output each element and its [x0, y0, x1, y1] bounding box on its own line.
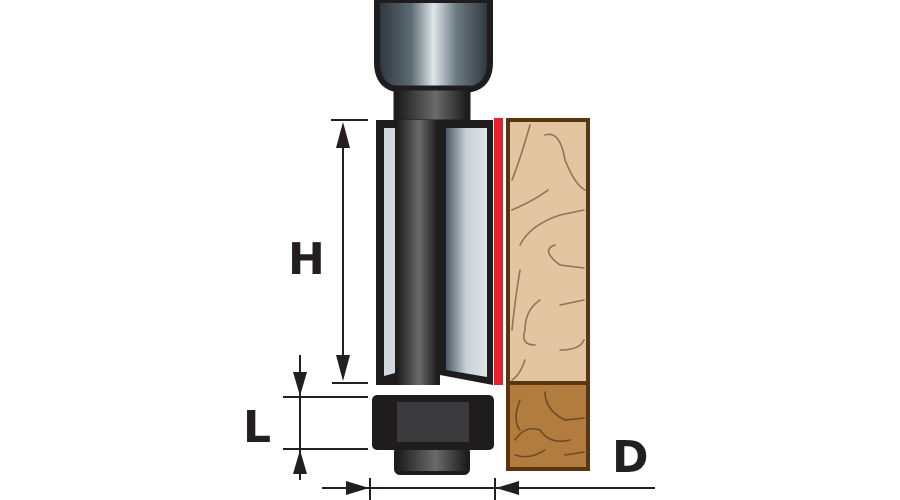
workpiece	[506, 118, 590, 471]
height-label: H	[288, 234, 325, 285]
right-flute	[446, 128, 487, 377]
left-flute	[384, 128, 395, 376]
diameter-dimension	[322, 478, 655, 500]
shank	[393, 85, 471, 125]
bearing-nut	[394, 446, 470, 475]
bearing-length-label: L	[243, 402, 271, 453]
bearing-hub	[397, 402, 469, 442]
center-core	[396, 120, 438, 385]
collet	[374, 0, 493, 93]
diameter-label: D	[612, 432, 649, 483]
bearing-length-dimension	[283, 355, 368, 480]
cut-edge	[494, 118, 503, 385]
height-dimension	[331, 119, 368, 384]
